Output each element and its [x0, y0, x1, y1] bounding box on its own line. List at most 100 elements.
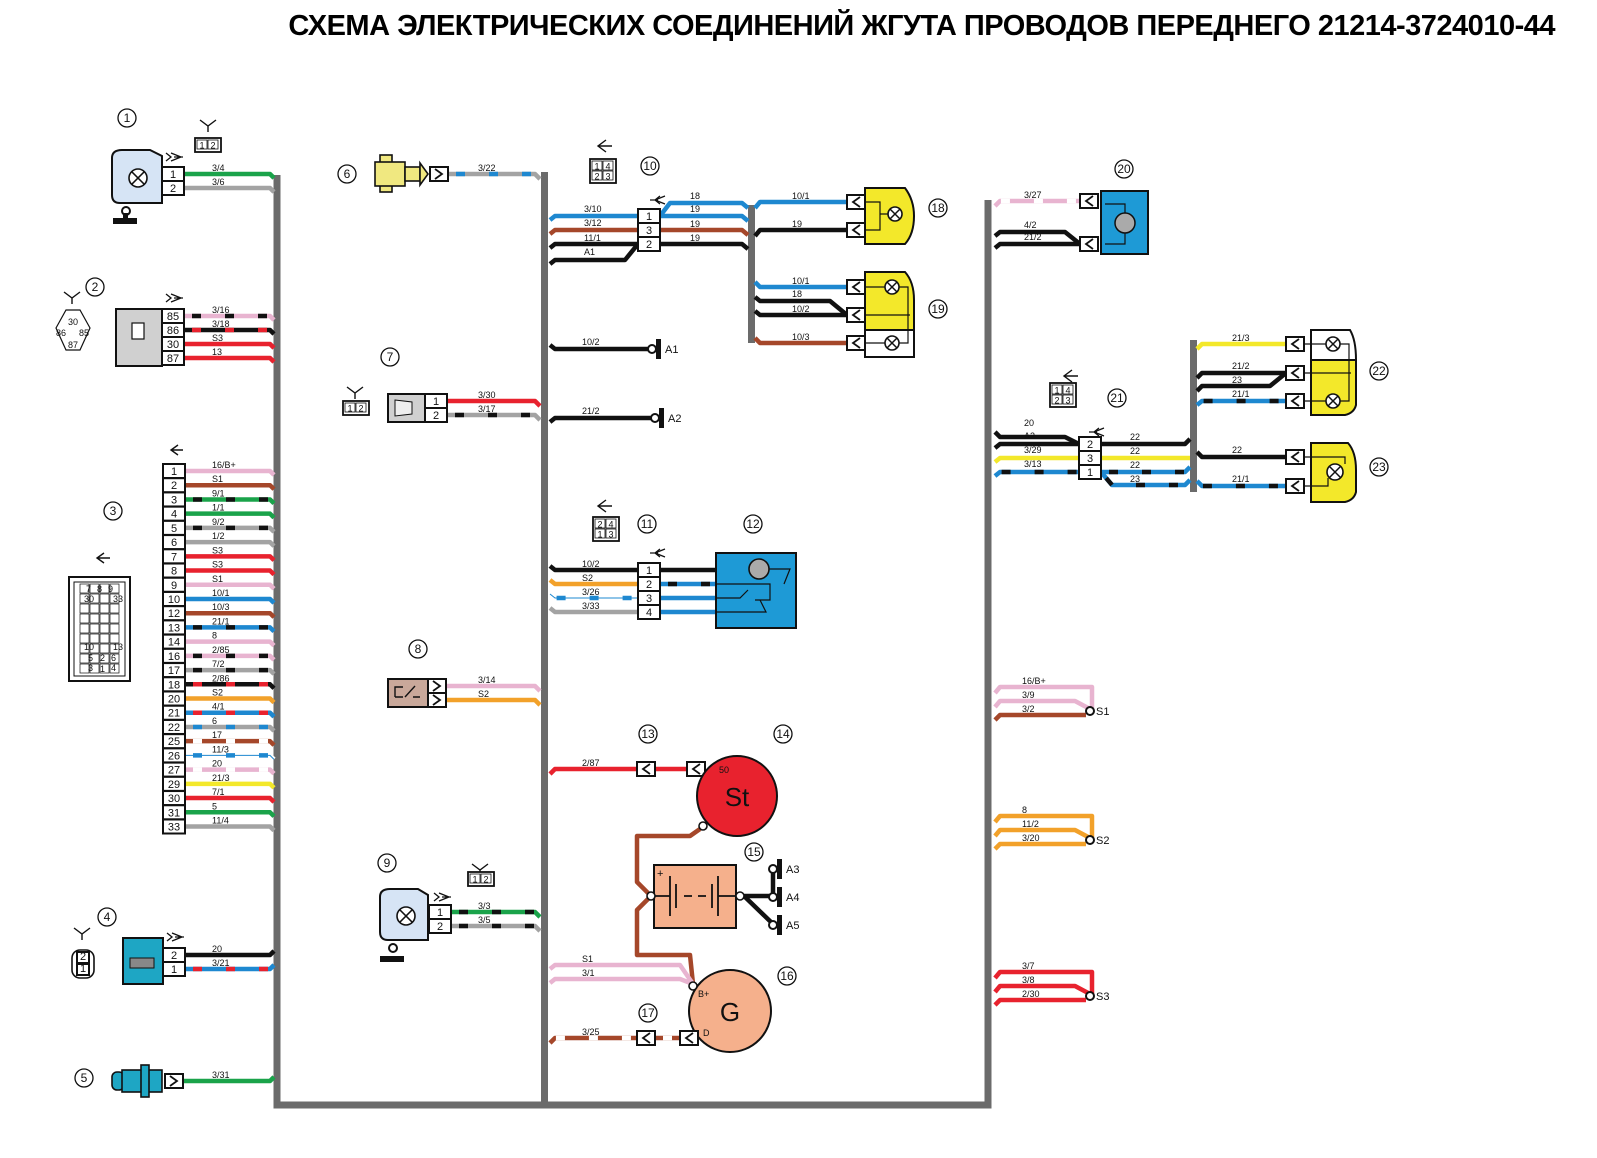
terminal-socket — [846, 279, 866, 295]
mating-pin-number: 2 — [594, 172, 599, 182]
chevron-icon — [641, 1032, 651, 1044]
mating-pin-number: 3 — [608, 530, 613, 540]
wire-label: 21/1 — [212, 616, 230, 626]
component-number-badge — [103, 501, 123, 521]
battery-plus-terminal — [646, 891, 656, 901]
wire — [993, 430, 1081, 447]
component-number-badge — [638, 1003, 658, 1023]
wire — [185, 738, 276, 747]
component-number-badge — [117, 108, 137, 128]
chevron-icon — [684, 1032, 694, 1044]
connector-pin — [424, 407, 448, 423]
wire — [548, 343, 648, 352]
connector-cell — [89, 653, 100, 664]
pin-number: 1 — [171, 466, 177, 478]
wire — [185, 963, 276, 972]
wire — [185, 724, 276, 733]
splice-label: S3 — [1096, 991, 1109, 1003]
motor-switch-icon — [716, 568, 791, 613]
ground-terminal — [768, 892, 778, 902]
terminal-socket — [679, 1030, 699, 1046]
connector-pin — [1078, 464, 1102, 480]
wire-label: 3/22 — [478, 163, 496, 173]
ground-label: A3 — [786, 864, 799, 876]
battery-plus-sign: + — [657, 868, 663, 880]
component-number: 9 — [384, 856, 391, 870]
pin-number: 2 — [646, 579, 652, 591]
chevron-icon — [1084, 238, 1094, 250]
wire-label: 3/14 — [478, 675, 496, 685]
mating-pin-number: 1 — [594, 162, 599, 172]
mating-pin-number: 4 — [608, 520, 613, 530]
wire-label: 2/30 — [1022, 989, 1040, 999]
mating-connector-cell — [469, 873, 481, 884]
pin-number: 12 — [168, 608, 180, 620]
wire — [185, 949, 276, 958]
wire — [185, 795, 276, 804]
wire-label: 3/13 — [1024, 459, 1042, 469]
wire — [1195, 398, 1286, 407]
battery-cells-icon — [651, 876, 737, 916]
component-number-badge — [74, 1068, 94, 1088]
wire-label: 3/5 — [478, 915, 491, 925]
wire-label: 19 — [792, 219, 802, 229]
mating-connector-cell — [591, 170, 603, 181]
wire — [185, 511, 276, 520]
wire — [183, 1075, 276, 1084]
double-chevron-left-icon — [1089, 427, 1105, 437]
chevron-icon — [1084, 195, 1094, 207]
wire — [993, 841, 1086, 851]
pin-number: 2 — [171, 950, 177, 962]
pin-number: 30 — [168, 793, 180, 805]
wire — [185, 625, 276, 634]
headlight-circuit — [865, 201, 888, 231]
pin-number: 1 — [171, 964, 177, 976]
mating-connector-cell — [1062, 384, 1074, 395]
wire — [753, 227, 847, 238]
terminal-socket — [1285, 393, 1305, 409]
mating-connector-cell — [605, 528, 617, 539]
wire — [548, 213, 638, 222]
pin-number: 1 — [646, 565, 652, 577]
wire-label: 3/27 — [1024, 190, 1042, 200]
wire-label: 3/21 — [212, 958, 230, 968]
chevron-icon — [851, 281, 861, 293]
wire-label: 4/2 — [1024, 220, 1037, 230]
connector-cell — [79, 613, 90, 624]
ground-label: A4 — [786, 892, 799, 904]
lamp-cross — [1327, 338, 1339, 350]
mating-connector-cell — [605, 518, 617, 529]
wire — [993, 684, 1095, 709]
mating-pin-number: 4 — [1065, 386, 1070, 396]
connector-pin — [428, 918, 452, 934]
wire-label: 8 — [1022, 805, 1027, 815]
switch-contact-icon — [394, 685, 420, 698]
wire — [753, 336, 847, 346]
mating-connector-cell — [344, 402, 356, 413]
wire — [185, 525, 276, 534]
sensor-neck — [404, 166, 421, 182]
wire-label: 3/2 — [1022, 704, 1035, 714]
chevron-icon — [432, 694, 442, 706]
wire — [753, 199, 847, 210]
terminal-socket — [1285, 336, 1305, 352]
face-pin-number: 5 — [88, 653, 93, 663]
component-number-badge — [97, 907, 117, 927]
mating-connector-cell — [207, 139, 219, 150]
wire-stripe — [185, 653, 276, 662]
face-pin-number: 33 — [113, 594, 123, 604]
wire-label: 2/85 — [212, 645, 230, 655]
face-pin-number: 6 — [111, 653, 116, 663]
mating-connector-icon — [596, 499, 612, 513]
starter-body — [696, 755, 778, 837]
face-pin-number: 30 — [84, 594, 94, 604]
wire — [185, 596, 276, 605]
wire-label: 20 — [212, 759, 222, 769]
wire-label: 11/3 — [212, 744, 229, 754]
component-number: 18 — [931, 201, 945, 215]
mating-connector-icon — [73, 927, 91, 940]
wire — [1101, 465, 1192, 475]
connector-cell — [79, 603, 90, 614]
mating-connector-cell — [602, 170, 614, 181]
wire-stripe — [1195, 398, 1286, 407]
